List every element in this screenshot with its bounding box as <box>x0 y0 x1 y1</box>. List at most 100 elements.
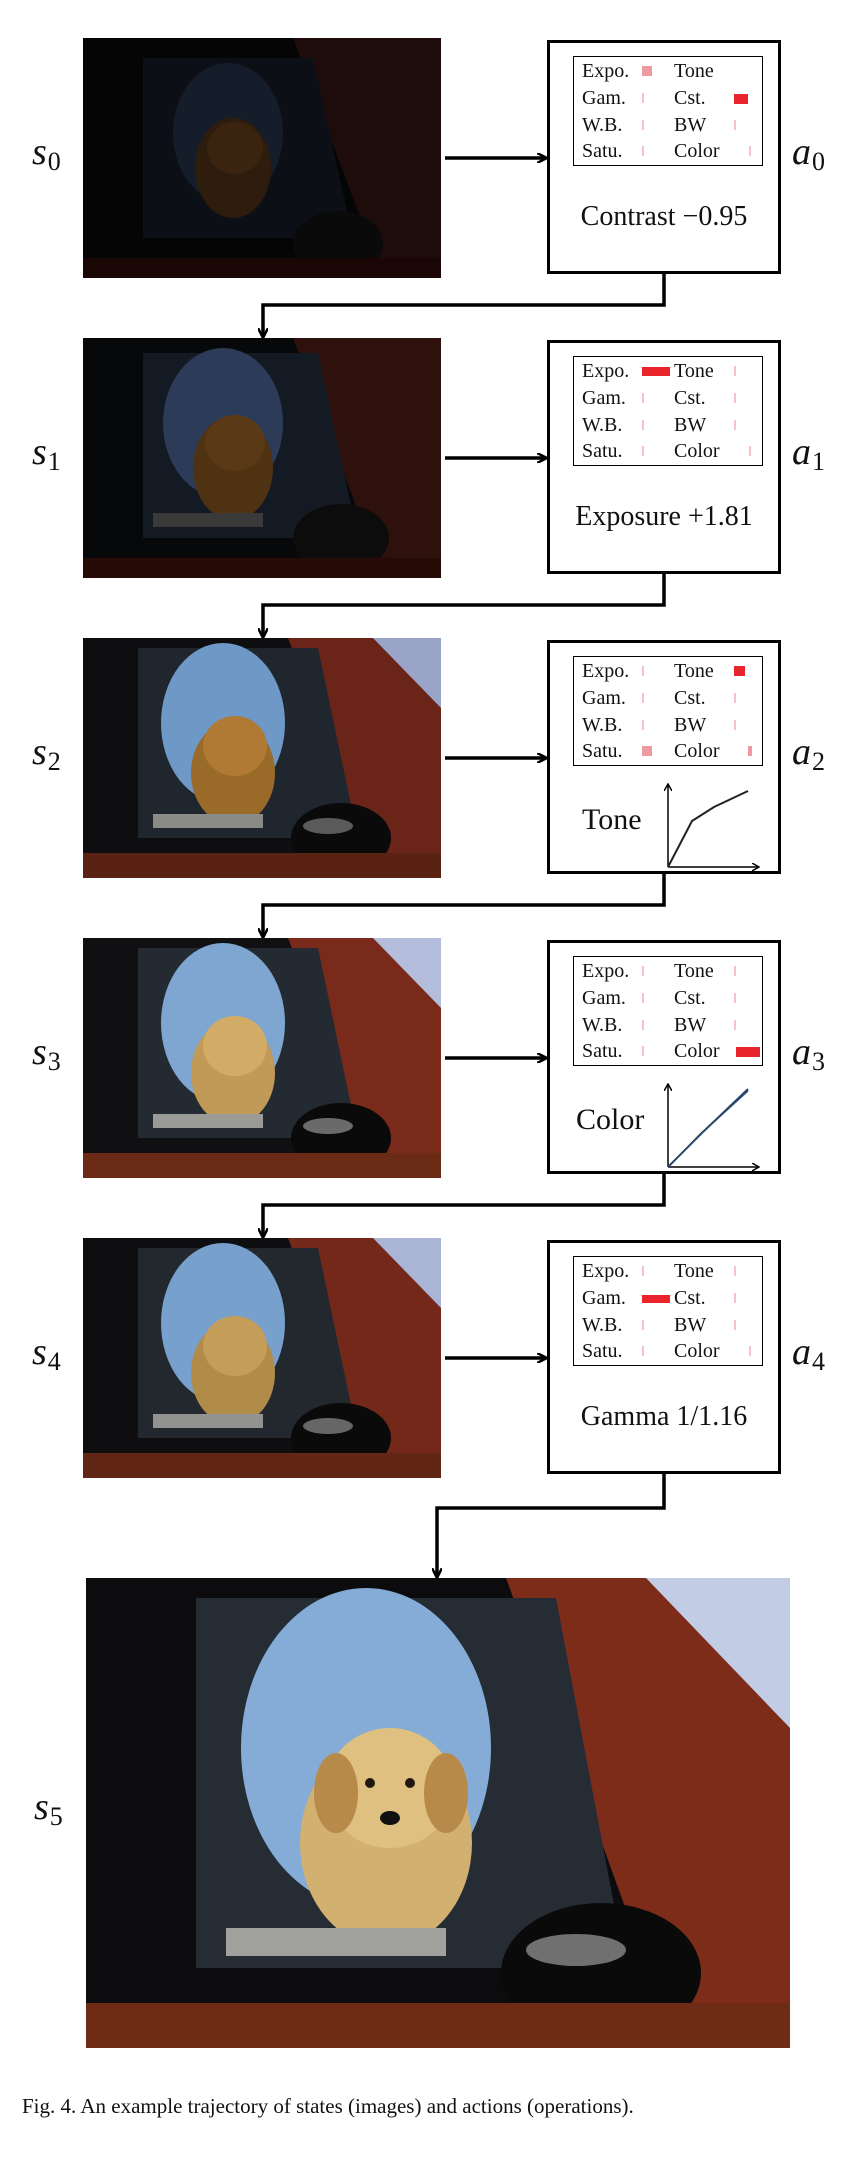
op-bar-wb <box>642 420 644 430</box>
op-label-bw: BW <box>674 714 707 736</box>
op-label-tone: Tone <box>674 60 714 82</box>
op-bar-satu <box>642 446 644 456</box>
op-bar-color <box>736 1047 760 1057</box>
op-bar-expo <box>642 66 652 76</box>
op-bar-cst <box>734 94 748 104</box>
op-bar-satu <box>642 1046 644 1056</box>
action-label-a4: a4 <box>792 1331 825 1376</box>
op-label-gam: Gam. <box>582 1287 626 1309</box>
op-label-expo: Expo. <box>582 660 630 682</box>
op-label-satu: Satu. <box>582 440 623 462</box>
op-label-satu: Satu. <box>582 1040 623 1062</box>
operation-panel: Expo. Tone Gam. Cst. W.B. BW Satu. Color <box>573 1256 763 1366</box>
action-operation-a2: Tone <box>582 803 642 836</box>
op-label-gam: Gam. <box>582 987 626 1009</box>
op-label-cst: Cst. <box>674 1287 706 1309</box>
op-bar-color <box>749 1346 751 1356</box>
arrow-a0-s1 <box>263 274 666 336</box>
op-bar-gam <box>642 993 644 1003</box>
action-box-a3: Expo. Tone Gam. Cst. W.B. BW Satu. Color… <box>547 940 781 1174</box>
state-label-s4: s4 <box>32 1331 61 1376</box>
op-label-bw: BW <box>674 114 707 136</box>
op-bar-expo <box>642 666 644 676</box>
state-image-s4 <box>83 1238 441 1478</box>
op-label-wb: W.B. <box>582 114 623 136</box>
op-bar-bw <box>734 120 736 130</box>
op-bar-expo <box>642 367 670 376</box>
op-label-cst: Cst. <box>674 687 706 709</box>
action-box-a2: Expo. Tone Gam. Cst. W.B. BW Satu. Color… <box>547 640 781 874</box>
op-label-wb: W.B. <box>582 714 623 736</box>
arrow-a4-s5 <box>437 1474 666 1576</box>
op-bar-gam <box>642 693 644 703</box>
op-label-cst: Cst. <box>674 387 706 409</box>
op-bar-color <box>749 146 751 156</box>
op-bar-gam <box>642 1295 670 1303</box>
op-bar-gam <box>642 93 644 103</box>
operation-panel: Expo. Tone Gam. Cst. W.B. BW Satu. Color <box>573 356 763 466</box>
op-bar-satu <box>642 746 652 756</box>
op-label-tone: Tone <box>674 660 714 682</box>
op-label-gam: Gam. <box>582 87 626 109</box>
action-operation-a1: Exposure +1.81 <box>575 501 753 532</box>
state-image-s1 <box>83 338 441 578</box>
op-bar-color <box>748 746 752 756</box>
op-label-color: Color <box>674 440 720 462</box>
action-box-a1: Expo. Tone Gam. Cst. W.B. BW Satu. Color… <box>547 340 781 574</box>
op-bar-bw <box>734 720 736 730</box>
op-label-color: Color <box>674 1340 720 1362</box>
op-bar-satu <box>642 146 644 156</box>
op-label-bw: BW <box>674 1314 707 1336</box>
op-bar-tone <box>734 966 736 976</box>
op-label-expo: Expo. <box>582 360 630 382</box>
action-label-a0: a0 <box>792 131 825 176</box>
op-label-wb: W.B. <box>582 414 623 436</box>
state-label-s3: s3 <box>32 1031 61 1076</box>
op-label-satu: Satu. <box>582 740 623 762</box>
state-image-s0 <box>83 38 441 278</box>
state-image-s5 <box>86 1578 790 2048</box>
op-label-tone: Tone <box>674 960 714 982</box>
operation-panel: Expo. Tone Gam. Cst. W.B. BW Satu. Color <box>573 56 763 166</box>
operation-panel: Expo. Tone Gam. Cst. W.B. BW Satu. Color <box>573 956 763 1066</box>
arrow-a1-s2 <box>263 574 666 636</box>
color-curve-plot <box>662 1081 762 1171</box>
tone-curve <box>667 790 749 868</box>
op-bar-bw <box>734 420 736 430</box>
arrow-a2-s3 <box>263 874 666 936</box>
op-label-tone: Tone <box>674 1260 714 1282</box>
op-bar-tone <box>734 666 745 676</box>
action-label-a1: a1 <box>792 431 825 476</box>
op-bar-expo <box>642 966 644 976</box>
op-bar-bw <box>734 1020 736 1030</box>
op-bar-cst <box>734 393 736 403</box>
op-label-bw: BW <box>674 414 707 436</box>
op-bar-tone <box>734 1266 736 1276</box>
op-bar-satu <box>642 1346 644 1356</box>
operation-panel: Expo. Tone Gam. Cst. W.B. BW Satu. Color <box>573 656 763 766</box>
color-curve-2 <box>667 1090 749 1168</box>
state-label-s2: s2 <box>32 731 61 776</box>
op-bar-wb <box>642 720 644 730</box>
op-label-color: Color <box>674 140 720 162</box>
action-operation-a4: Gamma 1/1.16 <box>580 1401 748 1432</box>
state-image-s3 <box>83 938 441 1178</box>
action-box-a0: Expo. Tone Gam. Cst. W.B. BW Satu. Color… <box>547 40 781 274</box>
op-label-bw: BW <box>674 1014 707 1036</box>
op-label-expo: Expo. <box>582 60 630 82</box>
op-label-cst: Cst. <box>674 87 706 109</box>
op-bar-wb <box>642 1020 644 1030</box>
op-label-tone: Tone <box>674 360 714 382</box>
op-label-wb: W.B. <box>582 1014 623 1036</box>
op-label-gam: Gam. <box>582 687 626 709</box>
op-label-cst: Cst. <box>674 987 706 1009</box>
op-bar-wb <box>642 120 644 130</box>
arrow-a3-s4 <box>263 1174 666 1236</box>
op-label-wb: W.B. <box>582 1314 623 1336</box>
op-bar-cst <box>734 993 736 1003</box>
op-label-expo: Expo. <box>582 1260 630 1282</box>
state-image-s2 <box>83 638 441 878</box>
action-box-a4: Expo. Tone Gam. Cst. W.B. BW Satu. Color… <box>547 1240 781 1474</box>
op-label-gam: Gam. <box>582 387 626 409</box>
op-label-satu: Satu. <box>582 1340 623 1362</box>
